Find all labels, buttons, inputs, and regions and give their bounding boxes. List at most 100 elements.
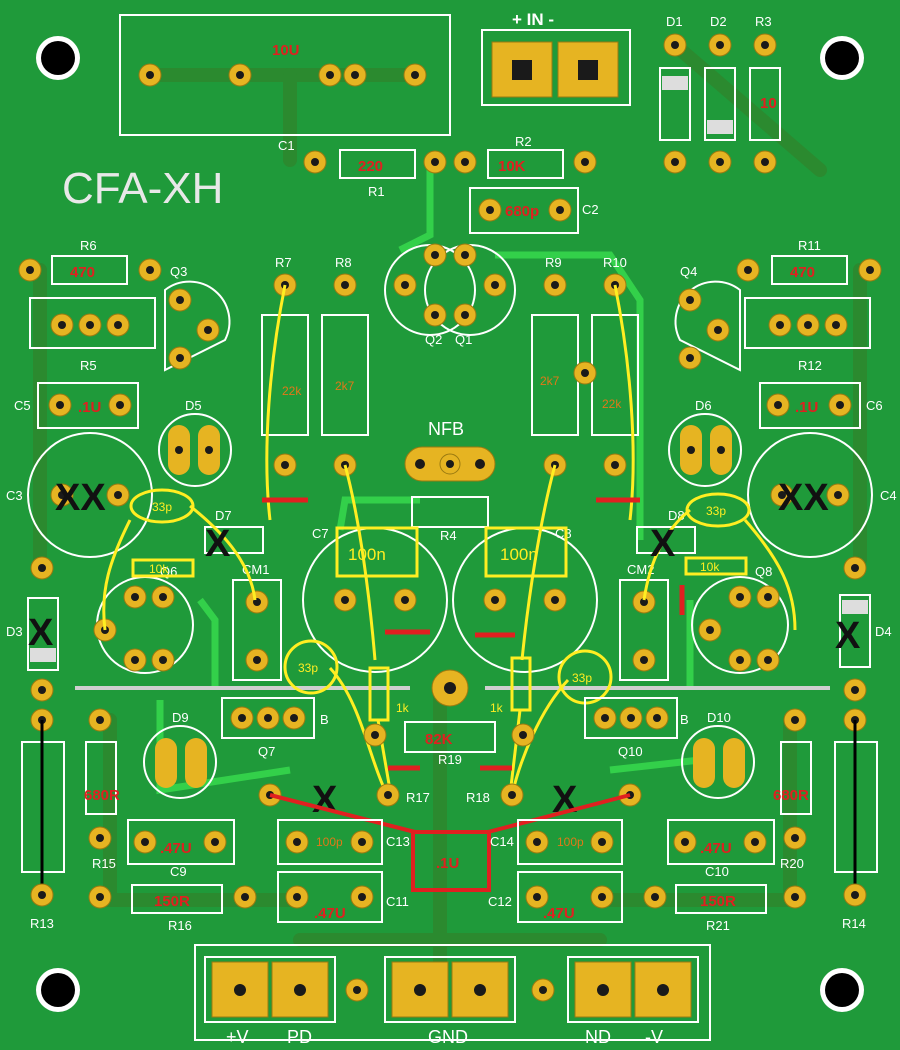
c9-label: C9: [170, 864, 187, 879]
d3-x-mark: X: [28, 612, 54, 654]
r6-value: 470: [70, 264, 95, 281]
pwr-gnd-label: GND: [428, 1027, 468, 1047]
board-title: CFA-XH: [62, 164, 223, 213]
nfb-label: NFB: [428, 419, 464, 439]
c12-value: .47U: [543, 905, 575, 922]
c5-value: .1U: [78, 399, 101, 416]
r1-value: 220: [358, 158, 383, 175]
r11-value: 470: [790, 264, 815, 281]
r3-label: R3: [755, 14, 772, 29]
center-cap-value: .1U: [436, 855, 459, 872]
r19-value: 82K: [425, 731, 453, 748]
c13-value: 100p: [316, 835, 343, 849]
pwr-pd-label: PD: [287, 1027, 312, 1047]
x-mark-d7: X: [205, 523, 231, 565]
r9-label: R9: [545, 255, 562, 270]
d4-x-mark: X: [835, 615, 861, 657]
c4-label: C4: [880, 488, 897, 503]
annotation-33p-c7: 33p: [298, 661, 318, 675]
d9-label: D9: [172, 710, 189, 725]
c1-label: C1: [278, 138, 295, 153]
r9-value: 2k7: [540, 374, 560, 388]
r5-label: R5: [80, 358, 97, 373]
q1-label: Q1: [455, 332, 472, 347]
r2-value: 10K: [498, 158, 526, 175]
r13-label: R13: [30, 916, 54, 931]
c14-value: 100p: [557, 835, 584, 849]
c6-label: C6: [866, 398, 883, 413]
r12-label: R12: [798, 358, 822, 373]
q4-label: Q4: [680, 264, 697, 279]
annotation-10k-right: 10k: [700, 560, 720, 574]
q10-label: Q10: [618, 744, 643, 759]
r2-label: R2: [515, 134, 532, 149]
annotation-33p-c8: 33p: [572, 671, 592, 685]
r19-label: R19: [438, 752, 462, 767]
c14-label: C14: [490, 834, 514, 849]
r20-label: R20: [780, 856, 804, 871]
d1-label: D1: [666, 14, 683, 29]
c9-value: .47U: [160, 840, 192, 857]
r7-label: R7: [275, 255, 292, 270]
c10-label: C10: [705, 864, 729, 879]
mounting-holes: [36, 36, 864, 1012]
annotation-1k-left: 1k: [396, 701, 410, 715]
q8-label: Q8: [755, 564, 772, 579]
r17-label: R17: [406, 790, 430, 805]
c5-label: C5: [14, 398, 31, 413]
c2-label: C2: [582, 202, 599, 217]
r10-label: R10: [603, 255, 627, 270]
c1-value: 10U: [272, 42, 300, 59]
r1-label: R1: [368, 184, 385, 199]
c3-label: C3: [6, 488, 23, 503]
light-green-traces: [156, 165, 701, 795]
q7-b-label: B: [320, 712, 329, 727]
annotation-33p-left: 33p: [152, 500, 172, 514]
pwr-nd-label: ND: [585, 1027, 611, 1047]
r16-value: 150R: [154, 893, 190, 910]
r6-label: R6: [80, 238, 97, 253]
d6-label: D6: [695, 398, 712, 413]
r4-label: R4: [440, 528, 457, 543]
r8-label: R8: [335, 255, 352, 270]
d3-label: D3: [6, 624, 23, 639]
pwr-minus-v-label: -V: [645, 1027, 663, 1047]
r3-value: 10: [760, 95, 777, 112]
r21-label: R21: [706, 918, 730, 933]
annotation-1k-right: 1k: [490, 701, 504, 715]
c2-value: 680p: [505, 203, 539, 220]
d4-label: D4: [875, 624, 892, 639]
x-mark-r17: X: [312, 779, 338, 821]
cm2-label: CM2: [627, 562, 654, 577]
c10-value: .47U: [700, 840, 732, 857]
red-marks: [262, 497, 685, 771]
annotation-10k-left: 10k: [149, 562, 169, 576]
c11-value: .47U: [314, 905, 346, 922]
r18-label: R18: [466, 790, 490, 805]
c6-value: .1U: [795, 399, 818, 416]
r15-label: R15: [92, 856, 116, 871]
input-connector-label: + IN -: [512, 10, 554, 29]
r11-label: R11: [798, 238, 821, 253]
c12-label: C12: [488, 894, 512, 909]
d7-label: D7: [215, 508, 232, 523]
r7-value: 22k: [282, 384, 302, 398]
q2-label: Q2: [425, 332, 442, 347]
r20-value: 680R: [773, 787, 809, 804]
r15-value: 680R: [84, 787, 120, 804]
d2-label: D2: [710, 14, 727, 29]
c4-xx-mark: XX: [778, 477, 829, 519]
d5-label: D5: [185, 398, 202, 413]
q10-b-label: B: [680, 712, 689, 727]
pwr-plus-v-label: +V: [226, 1027, 249, 1047]
r21-value: 150R: [700, 893, 736, 910]
c11-label: C11: [386, 894, 409, 909]
q7-label: Q7: [258, 744, 275, 759]
c7-label: C7: [312, 526, 329, 541]
r16-label: R16: [168, 918, 192, 933]
c13-label: C13: [386, 834, 410, 849]
c8-value: 100n: [500, 545, 538, 564]
c7-value: 100n: [348, 545, 386, 564]
q3-label: Q3: [170, 264, 187, 279]
